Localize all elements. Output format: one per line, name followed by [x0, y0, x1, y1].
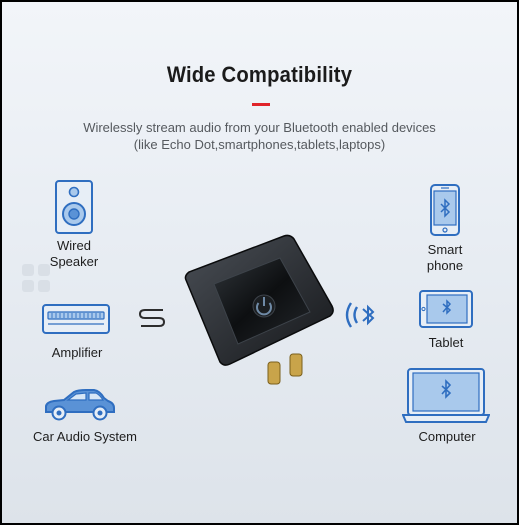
tablet-label: Tablet [428, 335, 464, 350]
smartphone-icon [430, 184, 460, 236]
subtitle-line-2: (like Echo Dot,smartphones,tablets,lapto… [133, 137, 386, 152]
speaker-icon [55, 180, 93, 234]
amplifier-label: Amplifier [51, 345, 103, 360]
computer-label: Computer [418, 429, 476, 444]
smartphone-label: Smart phone [426, 242, 464, 273]
title-underline [252, 103, 270, 106]
speaker-label: Wired Speaker [49, 238, 99, 269]
subtitle-line-1: Wirelessly stream audio from your Blueto… [83, 120, 436, 135]
car-label: Car Audio System [32, 429, 138, 444]
power-icon [256, 297, 272, 316]
page-title: Wide Compatibility [166, 62, 353, 87]
bluetooth-receiver-image [184, 234, 334, 385]
tablet-icon [419, 290, 473, 328]
amplifier-icon [42, 304, 110, 334]
laptop-icon [402, 368, 490, 423]
bluetooth-wave-icon [345, 302, 375, 328]
wired-connection-icon [138, 309, 166, 327]
page-subtitle: Wirelessly stream audio from your Blueto… [2, 119, 517, 153]
car-icon [45, 389, 115, 421]
